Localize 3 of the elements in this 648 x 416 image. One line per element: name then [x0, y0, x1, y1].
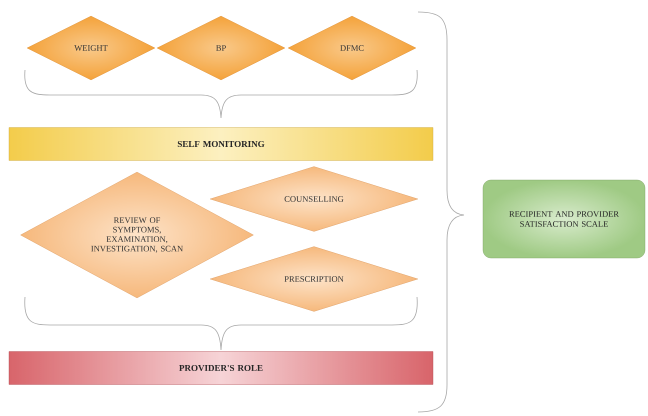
banner-bar: PROVIDER'S ROLE — [8, 351, 434, 385]
result-box: RECIPIENT AND PROVIDER SATISFACTION SCALE — [482, 180, 646, 258]
banner-bar: SELF MONITORING — [8, 127, 434, 161]
